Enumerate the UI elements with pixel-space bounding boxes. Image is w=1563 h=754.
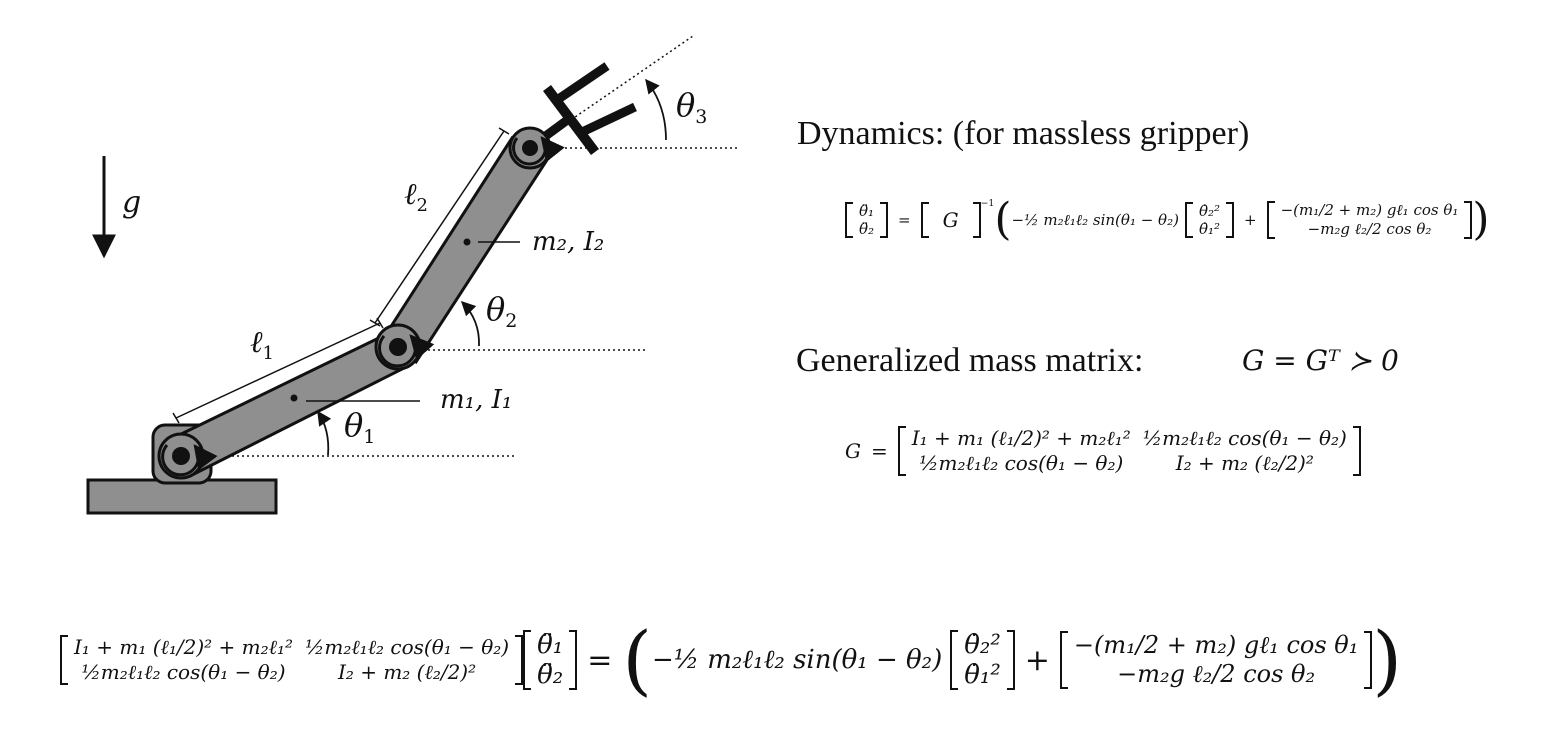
theta2-arc [460, 300, 480, 347]
full-coriolis-term: −½ m₂ℓ₁ℓ₂ sin(θ₁ − θ₂) [651, 645, 943, 675]
link1-length-label: ℓ1 [250, 325, 274, 364]
theta3-arc [645, 78, 667, 141]
joint-1 [157, 432, 218, 480]
mass1-label: m₁, I₁ [440, 385, 512, 415]
length-marker-2 [369, 127, 510, 327]
coriolis-term: −½ m₂ℓ₁ℓ₂ sin(θ₁ − θ₂) [1011, 210, 1179, 229]
dynamics-heading: Dynamics: (for massless gripper) [797, 115, 1250, 152]
theta1-arc [317, 410, 332, 456]
G-inverse: G [920, 202, 981, 238]
link-1 [170, 332, 411, 476]
com-2 [463, 238, 471, 246]
theta3-label: θ3 [676, 86, 707, 128]
gravity-label: g [122, 185, 141, 220]
link2-length-label: ℓ2 [404, 177, 428, 216]
joint-3 [508, 126, 565, 170]
theta1-label: θ1 [344, 406, 375, 448]
base-plate [86, 478, 278, 515]
mass-matrix-property: G = Gᵀ ≻ 0 [1242, 344, 1399, 377]
full-gravity-vector: −(m₁/2 + m₂) gℓ₁ cos θ₁−m₂g ℓ₂/2 cos θ₂ [1059, 631, 1373, 689]
joint-2 [374, 323, 435, 371]
mass-matrix-heading: Generalized mass matrix: [796, 342, 1144, 379]
gravity-vector: −(m₁/2 + m₂) gℓ₁ cos θ₁−m₂g ℓ₂/2 cos θ₂ [1266, 201, 1473, 239]
mass2-label: m₂, I₂ [532, 227, 604, 257]
robot-arm-diagram: g ℓ1 ℓ2 m₁, I₁ m₂, I₂ θ1 θ2 θ3 [86, 35, 738, 515]
com-1 [290, 394, 298, 402]
theta2-label: θ2 [486, 290, 517, 332]
